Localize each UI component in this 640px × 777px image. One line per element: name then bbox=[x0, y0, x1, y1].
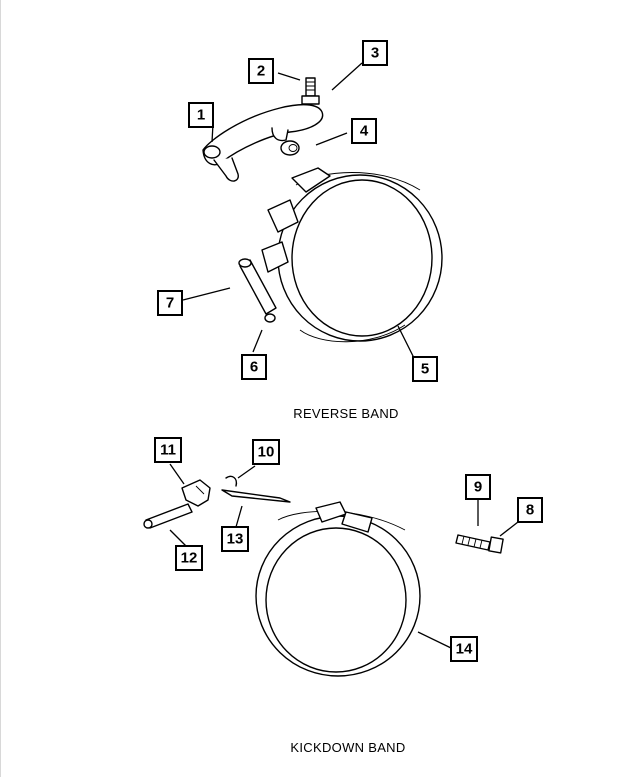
callout-9-label: 9 bbox=[474, 479, 482, 496]
leader-13 bbox=[235, 505, 243, 528]
callout-1-label: 1 bbox=[197, 107, 205, 124]
callout-8: 8 bbox=[517, 497, 543, 523]
leader-7 bbox=[182, 287, 231, 301]
callout-1: 1 bbox=[188, 102, 214, 128]
callout-7: 7 bbox=[157, 290, 183, 316]
lever-pivot-pin bbox=[301, 77, 320, 105]
callout-2-label: 2 bbox=[257, 63, 265, 80]
page-edge-line bbox=[0, 0, 1, 777]
callout-11-label: 11 bbox=[160, 442, 176, 459]
anchor-pin bbox=[143, 503, 193, 529]
band-adjusting-screw bbox=[455, 534, 504, 554]
callout-5-label: 5 bbox=[421, 361, 429, 378]
leader-3 bbox=[331, 62, 363, 91]
callout-10-label: 10 bbox=[258, 444, 275, 461]
leader-6 bbox=[252, 329, 263, 353]
callout-5: 5 bbox=[412, 356, 438, 382]
callout-14: 14 bbox=[450, 636, 478, 662]
leader-4 bbox=[315, 132, 348, 146]
callout-9: 9 bbox=[465, 474, 491, 500]
kickdown-spring-clip bbox=[225, 475, 238, 487]
leader-11 bbox=[169, 463, 185, 485]
reverse-band-lever bbox=[202, 103, 324, 182]
callout-3: 3 bbox=[362, 40, 388, 66]
kickdown-band-caption: KICKDOWN BAND bbox=[290, 740, 405, 755]
callout-8-label: 8 bbox=[526, 502, 534, 519]
reverse-band bbox=[261, 167, 443, 343]
reverse-band-caption: REVERSE BAND bbox=[293, 406, 398, 421]
callout-13-label: 13 bbox=[227, 531, 244, 548]
reverse-band-strut bbox=[238, 258, 277, 315]
kickdown-band bbox=[255, 501, 421, 677]
callout-7-label: 7 bbox=[166, 295, 174, 312]
leader-5 bbox=[397, 325, 415, 359]
callout-2: 2 bbox=[248, 58, 274, 84]
callout-6: 6 bbox=[241, 354, 267, 380]
callout-6-label: 6 bbox=[250, 359, 258, 376]
leader-8 bbox=[499, 521, 519, 537]
callout-10: 10 bbox=[252, 439, 280, 465]
callout-12: 12 bbox=[175, 545, 203, 571]
callout-4-label: 4 bbox=[360, 123, 369, 140]
kickdown-anchor bbox=[181, 479, 211, 507]
callout-12-label: 12 bbox=[181, 550, 198, 567]
callout-14-label: 14 bbox=[456, 641, 473, 658]
lever-bushing bbox=[280, 140, 300, 156]
leader-12 bbox=[169, 529, 187, 547]
leader-2 bbox=[277, 72, 301, 81]
callout-11: 11 bbox=[154, 437, 182, 463]
callout-3-label: 3 bbox=[371, 45, 379, 62]
callout-4: 4 bbox=[351, 118, 377, 144]
kickdown-strap bbox=[221, 489, 291, 503]
callout-13: 13 bbox=[221, 526, 249, 552]
leader-10 bbox=[237, 465, 256, 479]
leader-14 bbox=[417, 631, 452, 649]
strut-retaining-pin bbox=[264, 313, 276, 323]
